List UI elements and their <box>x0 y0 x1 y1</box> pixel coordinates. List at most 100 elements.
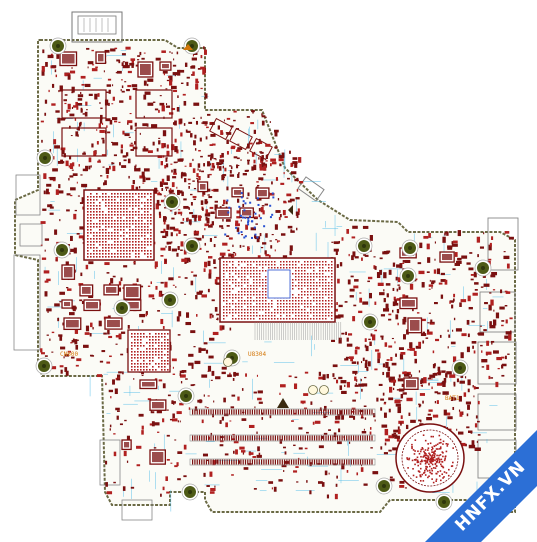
bga-ball <box>298 318 300 320</box>
bga-ball <box>292 303 294 305</box>
via <box>254 212 257 215</box>
bga-ball <box>232 300 234 302</box>
coin-cell-pad <box>419 450 422 453</box>
ram-slot-pin <box>221 435 224 441</box>
smd-part <box>129 62 135 66</box>
bga-ball <box>238 300 240 302</box>
smd-part <box>83 151 86 153</box>
bga-ball <box>268 306 270 308</box>
ram-slot-pin <box>318 435 320 441</box>
bga-ball <box>135 253 137 255</box>
mounting-hole-drill <box>42 364 46 368</box>
smd-part <box>109 428 111 431</box>
bga-ball <box>310 312 312 314</box>
smd-part <box>471 440 475 446</box>
ram-slot-pin <box>261 435 263 441</box>
smd-part <box>139 51 142 56</box>
bga-ball <box>105 202 107 204</box>
bga-ball <box>140 339 142 341</box>
bga-ball <box>310 309 312 311</box>
bga-ball <box>265 315 267 317</box>
smd-part <box>258 214 261 218</box>
bga-ball <box>295 297 297 299</box>
smd-part <box>59 219 61 222</box>
smd-part <box>403 334 406 340</box>
bga-ball <box>126 211 128 213</box>
bga-ball <box>286 267 288 269</box>
smd-part <box>214 200 218 203</box>
smd-part <box>283 469 285 473</box>
bga-ball <box>313 318 315 320</box>
bga-ball <box>301 294 303 296</box>
bga-ball <box>143 345 145 347</box>
bga-ball <box>90 211 92 213</box>
bga-ball <box>295 285 297 287</box>
bga-ball <box>328 309 330 311</box>
smd-part <box>46 334 49 336</box>
smd-part <box>236 157 240 160</box>
coin-cell-pad <box>435 444 437 447</box>
ram-slot-pin <box>242 459 244 465</box>
smd-part <box>223 397 226 403</box>
smd-part <box>323 405 327 411</box>
smd-part <box>293 383 298 390</box>
bga-ball <box>129 214 131 216</box>
smd-part <box>270 163 272 167</box>
smd-part <box>51 65 57 68</box>
bga-ball <box>87 202 89 204</box>
bga-ball <box>123 241 125 243</box>
coin-cell-pad <box>414 463 416 466</box>
bga-ball <box>223 282 225 284</box>
smd-part <box>221 152 224 158</box>
bga-ball <box>283 267 285 269</box>
smd-part <box>410 419 416 423</box>
smd-part <box>297 211 300 216</box>
smd-part <box>69 70 76 74</box>
smd-part <box>145 177 151 181</box>
bga-ball <box>304 261 306 263</box>
smd-part <box>128 136 131 138</box>
ram-slot-pin <box>341 459 343 465</box>
bga-ball <box>235 309 237 311</box>
smd-part <box>180 175 183 179</box>
smd-part <box>383 272 387 279</box>
smd-part <box>268 481 274 484</box>
smd-part <box>219 252 226 256</box>
bga-ball <box>147 217 149 219</box>
bga-ball <box>155 339 157 341</box>
bga-ball <box>87 241 89 243</box>
smd-part <box>111 141 113 143</box>
smd-part <box>209 471 213 477</box>
ram-slot-pin <box>309 409 311 415</box>
smd-part <box>431 280 436 283</box>
bga-ball <box>87 211 89 213</box>
bga-ball <box>126 226 128 228</box>
smd-part <box>474 447 481 451</box>
smd-part <box>67 350 72 353</box>
bga-ball <box>108 232 110 234</box>
coin-cell-pad <box>439 447 442 450</box>
bga-ball <box>147 208 149 210</box>
smd-part <box>475 386 479 390</box>
bga-ball <box>155 348 157 350</box>
bga-ball <box>137 339 139 341</box>
smd-part <box>180 241 184 247</box>
bga-ball <box>229 279 231 281</box>
ram-slot-pin <box>350 409 352 415</box>
smd-part <box>205 216 208 221</box>
smd-part <box>57 317 60 322</box>
bga-ball <box>111 223 113 225</box>
bga-ball <box>265 306 267 308</box>
bga-ball <box>129 193 131 195</box>
bga-ball <box>307 306 309 308</box>
bga-ball <box>132 193 134 195</box>
smd-part <box>211 162 215 168</box>
bga-ball <box>137 354 139 356</box>
bga-ball <box>241 306 243 308</box>
smd-part <box>445 373 448 378</box>
bga-ball <box>93 202 95 204</box>
bga-ball <box>253 300 255 302</box>
coin-cell-pad <box>439 448 441 450</box>
ram-slot-pin <box>286 459 288 465</box>
smd-part <box>499 306 505 310</box>
